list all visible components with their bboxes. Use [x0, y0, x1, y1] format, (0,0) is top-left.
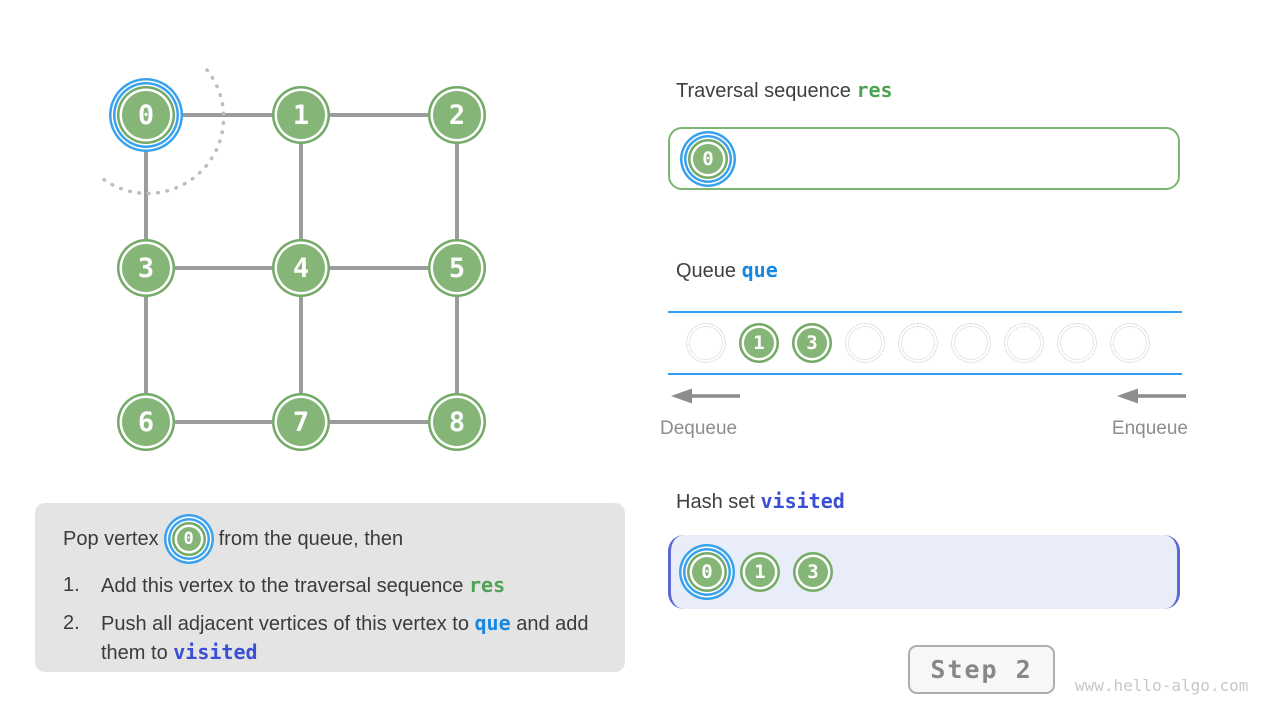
vertex-1: 1: [739, 323, 779, 363]
dequeue-label: Dequeue: [660, 418, 738, 439]
intro-vertex-slot: 0: [171, 522, 206, 556]
visited-var-name: visited: [760, 489, 845, 513]
intro-text-after: from the queue, then: [218, 527, 404, 550]
vertex-4: 4: [272, 239, 330, 297]
explanation-list: 1. Add this vertex to the traversal seque…: [63, 571, 605, 667]
explanation-panel: Pop vertex 0 from the queue, then 1. Add …: [35, 503, 625, 672]
res-var-name: res: [856, 78, 893, 102]
vertex-7: 7: [272, 393, 330, 451]
item-text: Add this vertex to the traversal sequenc…: [101, 573, 506, 597]
visited-heading: Hash set visited: [676, 489, 845, 514]
visited-heading-label: Hash set: [676, 491, 755, 513]
vertex-0: 0: [117, 86, 175, 144]
vertex-5: 5: [428, 239, 486, 297]
item-number: 1.: [63, 574, 80, 596]
queue-heading-label: Queue: [676, 260, 737, 282]
vertex-8: 8: [428, 393, 486, 451]
queue-slot-empty: [1057, 323, 1097, 363]
vertex-1: 1: [272, 86, 330, 144]
enqueue-arrow-icon: [1117, 388, 1186, 404]
res-heading: Traversal sequence res: [676, 78, 893, 103]
watermark: www.hello-algo.com: [1075, 676, 1249, 695]
res-heading-label: Traversal sequence: [676, 80, 851, 102]
vertex-3: 3: [117, 239, 175, 297]
vertex-3: 3: [792, 323, 832, 363]
queue-slot-empty: [951, 323, 991, 363]
item-text: Push all adjacent vertices of this verte…: [101, 611, 589, 664]
vertex-6: 6: [117, 393, 175, 451]
vertex-2: 2: [428, 86, 486, 144]
traversal-sequence-box: 0: [668, 127, 1180, 190]
enqueue-label: Enqueue: [1111, 418, 1188, 439]
vertex-0: 0: [688, 138, 728, 179]
intro-text-before: Pop vertex: [63, 527, 159, 550]
step-button[interactable]: Step 2: [908, 645, 1055, 694]
vertex-0: 0: [687, 552, 727, 592]
vertex-0: 0: [171, 522, 206, 556]
queue-slot-empty: [1110, 323, 1150, 363]
vertex-3: 3: [793, 552, 833, 592]
explanation-item-2: 2. Push all adjacent vertices of this ver…: [63, 609, 605, 667]
explanation-intro: Pop vertex 0 from the queue, then: [63, 516, 605, 562]
item-number: 2.: [63, 612, 80, 634]
explanation-item-1: 1. Add this vertex to the traversal seque…: [63, 571, 605, 600]
vertex-1: 1: [740, 552, 780, 592]
dequeue-arrow-icon: [671, 388, 740, 404]
queue-slot-empty: [845, 323, 885, 363]
queue-slot-empty: [898, 323, 938, 363]
queue-var-name: que: [741, 258, 778, 282]
queue-slot-empty: [1004, 323, 1044, 363]
queue-slot-empty: [686, 323, 726, 363]
queue-heading: Queue que: [676, 258, 778, 283]
